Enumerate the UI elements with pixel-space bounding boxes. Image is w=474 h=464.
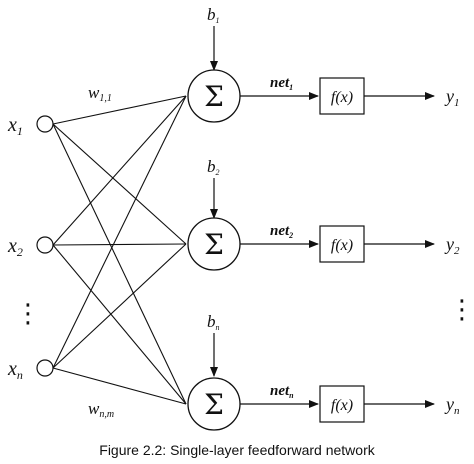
activation-box-n [319, 385, 365, 423]
bias-label-1: b1 [207, 5, 220, 25]
output-label-1: y1 [444, 86, 460, 109]
output-ellipsis: ⋮ [449, 295, 474, 325]
net-label-1: net1 [270, 75, 293, 92]
bias-label-n: bn [207, 312, 220, 332]
weight-label-last: wn,m [88, 399, 114, 420]
activation-label-1: f(x) [331, 89, 353, 106]
summation-symbol-n: Σ [204, 388, 224, 421]
output-label-2: y2 [444, 234, 460, 257]
summation-symbol-1: Σ [204, 80, 224, 113]
input-label-2: x2 [7, 235, 23, 259]
activation-label-2: f(x) [331, 237, 353, 254]
activation-box-1 [319, 77, 365, 115]
input-node-1 [36, 115, 54, 133]
output-label-n: yn [444, 394, 460, 417]
figure-caption: Figure 2.2: Single-layer feedforward net… [99, 442, 375, 458]
input-node-n [36, 359, 54, 377]
weight-label-first: w1,1 [88, 83, 112, 104]
summation-symbol-2: Σ [204, 228, 224, 261]
input-ellipsis: ⋮ [15, 299, 41, 329]
input-node-2 [36, 236, 54, 254]
input-label-n: xn [7, 358, 23, 382]
net-label-2: net2 [270, 223, 293, 240]
net-label-n: netn [270, 383, 294, 400]
bias-label-2: b2 [207, 157, 220, 177]
activation-label-n: f(x) [331, 397, 353, 414]
weight-connections [52, 95, 187, 405]
input-label-1: x1 [7, 114, 23, 138]
